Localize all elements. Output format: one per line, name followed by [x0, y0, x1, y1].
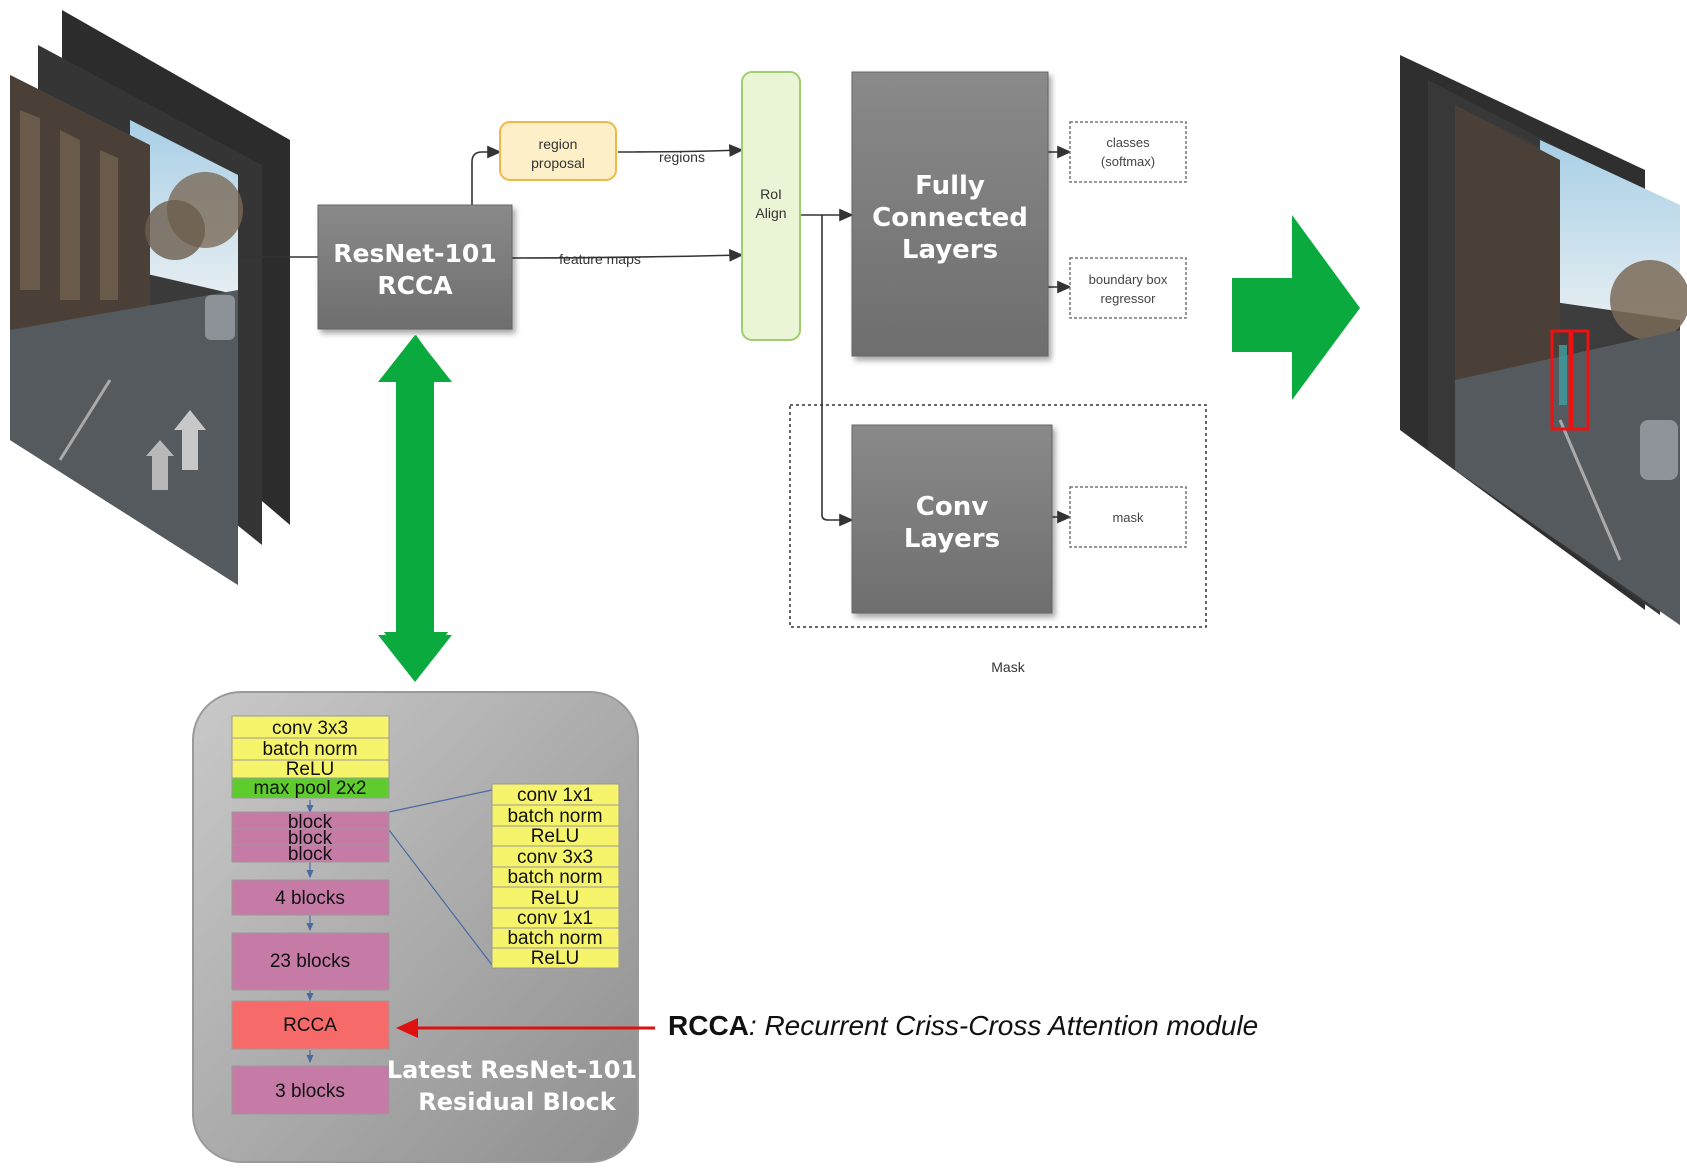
backbone-to-region-arrow — [471, 145, 502, 205]
output-image-front — [1455, 105, 1687, 625]
stage2-box — [231, 879, 390, 916]
block-2-label: block — [288, 844, 333, 865]
street-scene-detection-photo-stack-icon — [1400, 55, 1687, 625]
rcca-module-label: RCCA — [283, 1015, 337, 1036]
conv-label-line2: Layers — [904, 524, 1000, 554]
classes-line2: (softmax) — [1101, 154, 1155, 169]
detection-box-1 — [1550, 329, 1574, 431]
stage4-box — [231, 1065, 390, 1115]
block-0-label: block — [288, 812, 333, 833]
fc-layers-box — [851, 71, 1049, 357]
pedestrian-mask — [1559, 345, 1567, 405]
classes-line1: classes — [1106, 135, 1150, 150]
detection-box-2 — [1568, 329, 1590, 431]
feature-maps-label: feature maps — [559, 251, 641, 267]
stage3-box — [231, 932, 390, 991]
bottleneck-8-label: ReLU — [531, 948, 580, 969]
stem-layer-3-label: max pool 2x2 — [253, 778, 366, 799]
fc-label-line3: Layers — [902, 235, 998, 265]
block-2-box — [231, 844, 390, 863]
rcca-caption: RCCA: Recurrent Criss-Cross Attention mo… — [668, 1010, 1258, 1042]
rcca-pointer-arrowhead — [396, 1018, 418, 1038]
stage2-label: 4 blocks — [275, 888, 345, 909]
rcca-module-box — [231, 1000, 390, 1050]
bbox-regressor-line1: boundary box — [1089, 272, 1168, 287]
bbox-regressor-box — [1069, 257, 1187, 319]
roi-align-line2: Align — [755, 205, 786, 221]
feature-maps-arrow — [511, 248, 744, 262]
street-scene-photo-stack-icon — [10, 10, 290, 585]
bottleneck-1-label: batch norm — [507, 806, 602, 827]
region-proposal-box — [499, 121, 617, 181]
resnet-block-title-line2: Residual Block — [418, 1088, 617, 1116]
stem-layer-2-label: ReLU — [286, 759, 335, 780]
stem-layers — [231, 715, 390, 799]
bottleneck-8-box — [491, 947, 620, 969]
input-image-front — [10, 75, 243, 585]
mask-output-label: mask — [1112, 510, 1144, 525]
block-1-label: block — [288, 828, 333, 849]
resnet-block-title-line1: Latest ResNet-101 — [387, 1056, 637, 1084]
bottleneck-2-label: ReLU — [531, 826, 580, 847]
rcca-caption-text: : Recurrent Criss-Cross Attention module — [748, 1010, 1259, 1041]
mask-group-label: Mask — [991, 659, 1025, 675]
mask-output-box — [1069, 486, 1187, 548]
backbone-label-line2: RCCA — [377, 271, 453, 300]
region-proposal-line1: region — [539, 136, 578, 152]
bbox-regressor-line2: regressor — [1101, 291, 1157, 306]
region-proposal-line2: proposal — [531, 155, 585, 171]
fc-label-line1: Fully — [915, 171, 985, 201]
bottleneck-stack — [491, 783, 620, 969]
mask-group-border — [789, 404, 1207, 628]
rcca-caption-abbr: RCCA — [668, 1010, 749, 1041]
bottleneck-7-label: batch norm — [507, 928, 602, 949]
bottleneck-5-label: ReLU — [531, 888, 580, 909]
bottleneck-4-label: batch norm — [507, 867, 602, 888]
block-stack — [231, 811, 390, 863]
regions-arrow — [617, 144, 744, 157]
roi-align-box — [741, 71, 801, 341]
roi-to-conv-arrow — [821, 215, 854, 527]
stem-layer-3-box — [231, 777, 390, 799]
conv-label-line1: Conv — [916, 492, 988, 522]
backbone-detail-double-arrow-body — [378, 335, 452, 682]
stage4-label: 3 blocks — [275, 1081, 345, 1102]
conv-layers-box — [851, 424, 1053, 614]
bottleneck-3-label: conv 3x3 — [517, 847, 593, 868]
bottleneck-0-label: conv 1x1 — [517, 785, 593, 806]
stem-layer-0-label: conv 3x3 — [272, 718, 348, 739]
bottleneck-6-label: conv 1x1 — [517, 908, 593, 929]
connector-lines — [238, 144, 1072, 527]
stage3-label: 23 blocks — [270, 951, 350, 972]
output-green-arrow — [1232, 215, 1360, 400]
fc-label-line2: Connected — [872, 203, 1028, 233]
regions-label: regions — [659, 149, 705, 165]
stack-connectors — [306, 789, 493, 1064]
classes-box — [1069, 121, 1187, 183]
roi-align-line1: RoI — [760, 186, 782, 202]
backbone-box — [317, 204, 513, 330]
backbone-label-line1: ResNet-101 — [333, 239, 496, 268]
stem-layer-1-label: batch norm — [262, 739, 357, 760]
